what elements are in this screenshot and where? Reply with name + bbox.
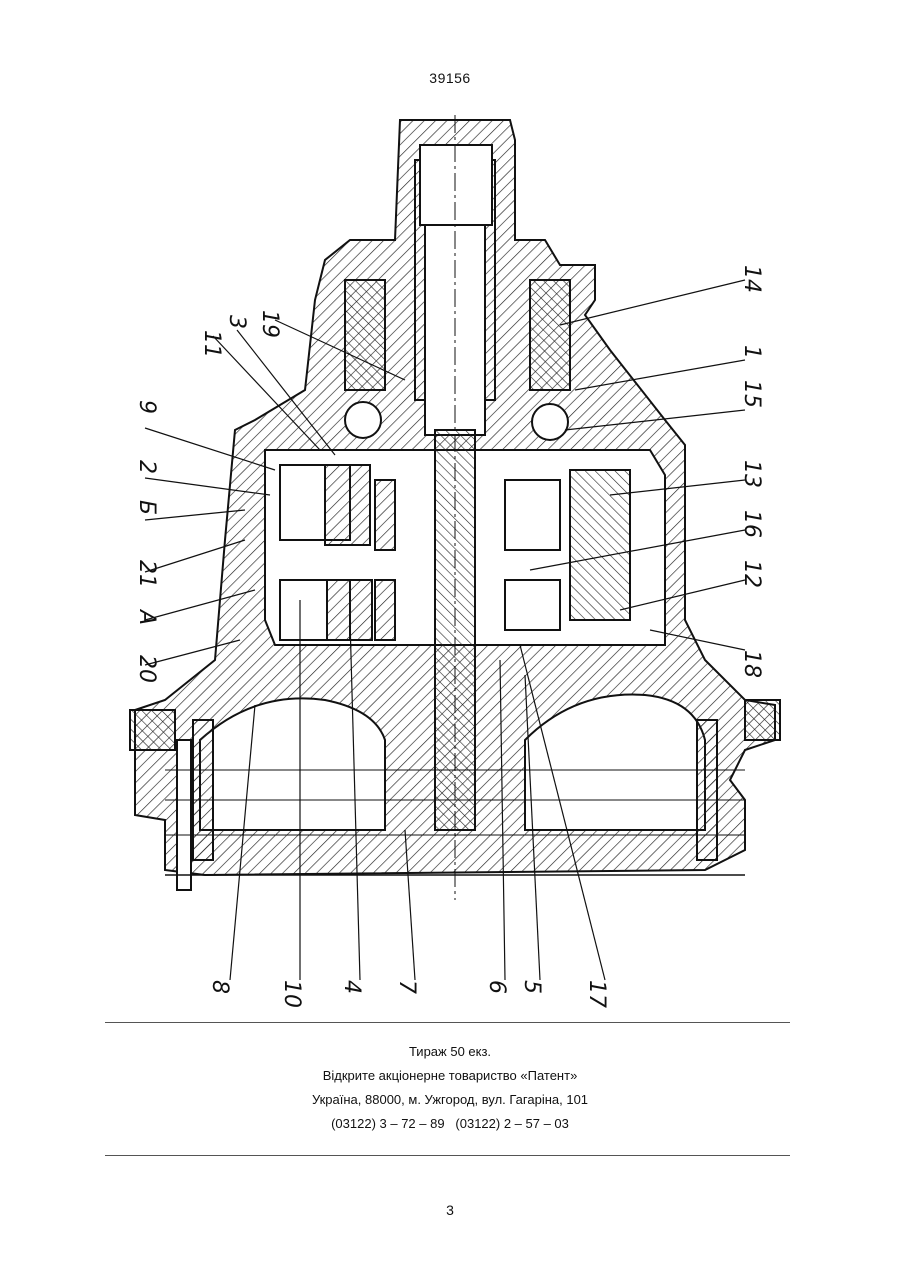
- imprint-block: Тираж 50 екз. Відкрите акціонерне товари…: [0, 1040, 900, 1136]
- label-9: 9: [134, 400, 159, 414]
- mounting-bolt-left: [177, 740, 191, 890]
- label-17: 17: [584, 980, 609, 1008]
- input-shaft-socket: [420, 145, 492, 225]
- upper-bearing-left: [345, 280, 385, 390]
- pinion-right-lower: [505, 580, 560, 630]
- label-B: Б: [134, 500, 159, 515]
- label-15: 15: [739, 380, 764, 408]
- ball-bearing-left: [345, 402, 381, 438]
- planet-gear-lower: [327, 580, 372, 640]
- upper-bearing-right: [530, 280, 570, 390]
- divider-bottom: [105, 1155, 790, 1156]
- label-14: 14: [739, 265, 764, 293]
- planet-gear-upper: [325, 465, 370, 545]
- gearbox-section-view: [130, 115, 780, 900]
- mounting-flange-left: [130, 710, 175, 750]
- label-10: 10: [279, 980, 304, 1008]
- patent-number: 39156: [0, 70, 900, 86]
- gear-teeth-1: [375, 480, 395, 550]
- label-3: 3: [224, 315, 249, 329]
- label-1: 1: [739, 345, 764, 359]
- wheel-hub: [200, 698, 385, 830]
- label-18: 18: [739, 650, 764, 678]
- label-12: 12: [739, 560, 764, 588]
- label-13: 13: [739, 460, 764, 488]
- label-16: 16: [739, 510, 764, 538]
- label-20: 20: [134, 655, 159, 683]
- technical-drawing: 11 3 19 9 2 Б 21 А 20 14 1 15 13 16 12 1…: [105, 100, 795, 1015]
- pinion-right-upper: [505, 480, 560, 550]
- label-8: 8: [207, 980, 232, 994]
- circulation-text: Тираж 50 екз.: [0, 1040, 900, 1064]
- disk-stack-right: [697, 720, 717, 860]
- publisher-text: Відкрите акціонерне товариство «Патент»: [0, 1064, 900, 1088]
- ball-bearing-right: [532, 404, 568, 440]
- phones-text: (03122) 3 – 72 – 89 (03122) 2 – 57 – 03: [0, 1112, 900, 1136]
- carrier-right: [570, 470, 630, 620]
- label-6: 6: [484, 980, 509, 994]
- label-5: 5: [519, 980, 544, 994]
- disk-stack-left: [193, 720, 213, 860]
- page-number: 3: [0, 1202, 900, 1218]
- label-7: 7: [394, 980, 419, 994]
- label-19: 19: [257, 310, 282, 338]
- address-text: Україна, 88000, м. Ужгород, вул. Гагарін…: [0, 1088, 900, 1112]
- divider-top: [105, 1022, 790, 1023]
- label-A: А: [134, 608, 159, 625]
- mounting-flange-right: [745, 700, 780, 740]
- gear-teeth-2: [375, 580, 395, 640]
- label-4: 4: [339, 980, 364, 994]
- label-2: 2: [134, 460, 159, 474]
- label-21: 21: [134, 560, 159, 588]
- label-11: 11: [199, 330, 224, 358]
